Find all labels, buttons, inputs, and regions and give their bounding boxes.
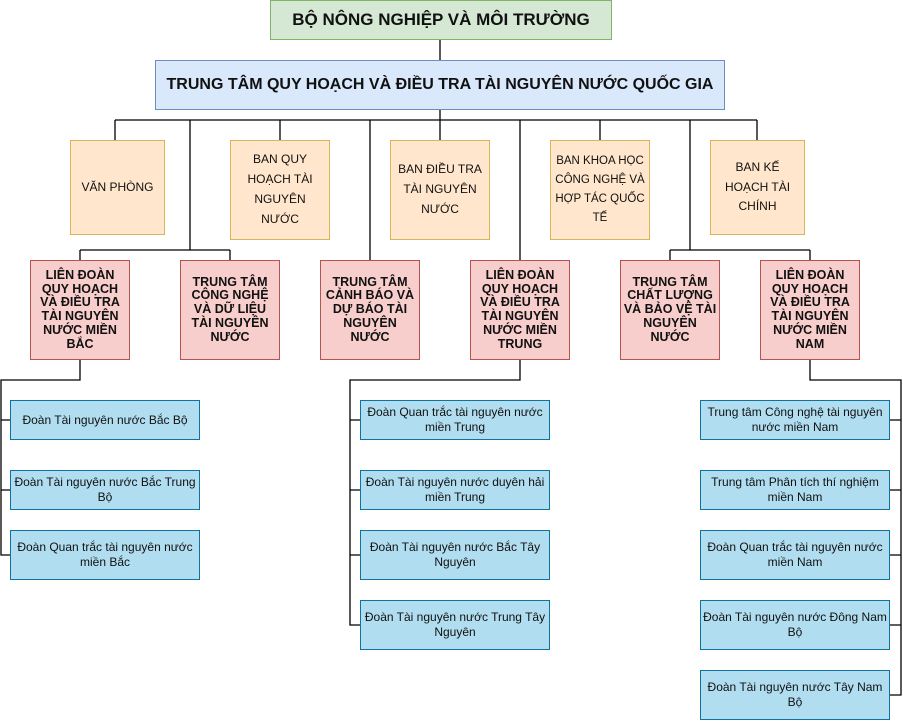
south-team: Trung tâm Phân tích thí nghiệm miền Nam: [700, 470, 890, 510]
central-team: Đoàn Tài nguyên nước duyên hải miền Trun…: [360, 470, 550, 510]
unit-quality-center: TRUNG TÂM CHẤT LƯỢNG VÀ BẢO VỆ TÀI NGUYÊ…: [620, 260, 720, 360]
unit-forecast-center: TRUNG TÂM CẢNH BÁO VÀ DỰ BÁO TÀI NGUYÊN …: [320, 260, 420, 360]
department-finance: BAN KẾ HOẠCH TÀI CHÍNH: [710, 140, 805, 235]
unit-data-center: TRUNG TÂM CÔNG NGHỆ VÀ DỮ LIỆU TÀI NGUYÊ…: [180, 260, 280, 360]
north-team: Đoàn Tài nguyên nước Bắc Trung Bộ: [10, 470, 200, 510]
department-planning: BAN QUY HOẠCH TÀI NGUYÊN NƯỚC: [230, 140, 330, 240]
ministry-box: BỘ NÔNG NGHIỆP VÀ MÔI TRƯỜNG: [270, 0, 612, 40]
unit-central-federation: LIÊN ĐOÀN QUY HOẠCH VÀ ĐIỀU TRA TÀI NGUY…: [470, 260, 570, 360]
unit-north-federation: LIÊN ĐOÀN QUY HOẠCH VÀ ĐIỀU TRA TÀI NGUY…: [30, 260, 130, 360]
north-team: Đoàn Quan trắc tài nguyên nước miền Bắc: [10, 530, 200, 580]
national-center-box: TRUNG TÂM QUY HOẠCH VÀ ĐIỀU TRA TÀI NGUY…: [155, 60, 725, 110]
department-investigation: BAN ĐIỀU TRA TÀI NGUYÊN NƯỚC: [390, 140, 490, 240]
department-science: BAN KHOA HỌC CÔNG NGHỆ VÀ HỢP TÁC QUỐC T…: [550, 140, 650, 240]
south-team: Trung tâm Công nghệ tài nguyên nước miền…: [700, 400, 890, 440]
central-team: Đoàn Quan trắc tài nguyên nước miền Trun…: [360, 400, 550, 440]
south-team: Đoàn Quan trắc tài nguyên nước miền Nam: [700, 530, 890, 580]
department-office: VĂN PHÒNG: [70, 140, 165, 235]
central-team: Đoàn Tài nguyên nước Trung Tây Nguyên: [360, 600, 550, 650]
unit-south-federation: LIÊN ĐOÀN QUY HOẠCH VÀ ĐIỀU TRA TÀI NGUY…: [760, 260, 860, 360]
south-team: Đoàn Tài nguyên nước Đông Nam Bộ: [700, 600, 890, 650]
south-team: Đoàn Tài nguyên nước Tây Nam Bộ: [700, 670, 890, 720]
north-team: Đoàn Tài nguyên nước Bắc Bộ: [10, 400, 200, 440]
central-team: Đoàn Tài nguyên nước Bắc Tây Nguyên: [360, 530, 550, 580]
